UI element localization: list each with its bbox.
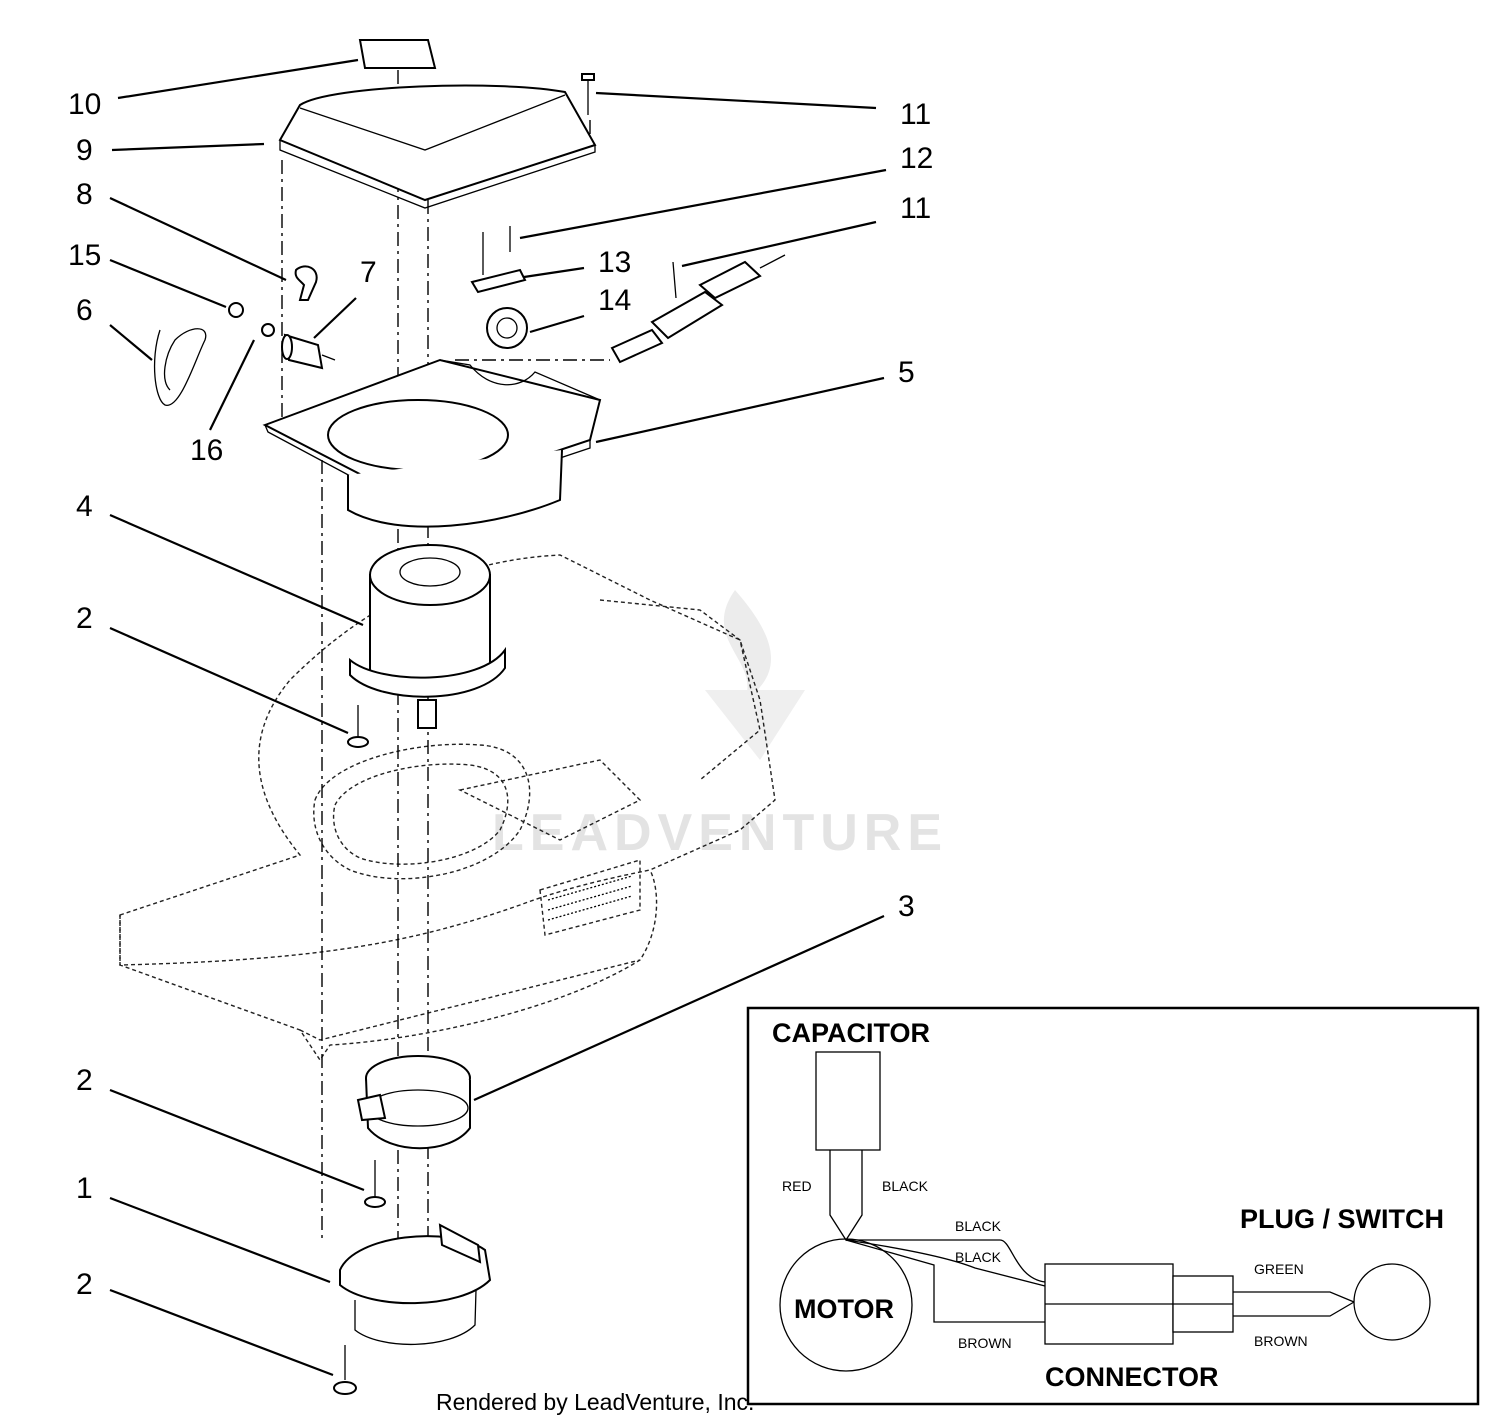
- part-11-cord: [610, 254, 786, 364]
- callout-6: 6: [76, 294, 93, 327]
- part-1-chute: [339, 1223, 492, 1346]
- wire-red-label: RED: [782, 1178, 812, 1194]
- part-2-bolt: [347, 705, 369, 748]
- callout-1: 1: [76, 1172, 93, 1205]
- callout-8: 8: [76, 178, 93, 211]
- wire-brown-plug-label: BROWN: [1254, 1333, 1308, 1349]
- deck-outline: [119, 554, 776, 1062]
- part-10-label: [358, 39, 437, 69]
- part-11-screw: [581, 73, 595, 115]
- part-13-bracket: [470, 268, 527, 294]
- callout-2: 2: [76, 1064, 93, 1097]
- render-credit: Rendered by LeadVenture, Inc.: [436, 1389, 754, 1415]
- callout-5: 5: [898, 356, 915, 389]
- leader-lines: [109, 58, 887, 1377]
- callout-7: 7: [360, 256, 377, 289]
- part-2-bolt: [364, 1160, 386, 1208]
- part-14-strain-relief: [486, 307, 528, 349]
- part-6-cable-tie: [153, 328, 207, 406]
- wiring-diagram: CAPACITOR MOTOR CONNECTOR PLUG / SWITCH …: [746, 1006, 1480, 1406]
- callout-9: 9: [76, 134, 93, 167]
- wire-black-label: BLACK: [955, 1249, 1002, 1265]
- part-16-washer: [261, 323, 275, 337]
- part-5-housing: [262, 358, 602, 528]
- part-15-nut: [228, 302, 244, 318]
- callout-2: 2: [76, 602, 93, 635]
- capacitor-symbol: [815, 1051, 881, 1151]
- callout-12: 12: [900, 142, 933, 175]
- callout-3: 3: [898, 890, 915, 923]
- part-4-motor: [349, 544, 506, 729]
- callout-2: 2: [76, 1268, 93, 1301]
- connector-label: CONNECTOR: [1045, 1362, 1219, 1392]
- motor-label: MOTOR: [794, 1294, 894, 1324]
- callout-14: 14: [598, 284, 631, 317]
- part-7-capacitor: [281, 333, 336, 370]
- callout-15: 15: [68, 239, 101, 272]
- wire-black-capacitor-label: BLACK: [882, 1178, 929, 1194]
- plug-switch-symbol: [1353, 1263, 1431, 1341]
- watermark: LEADVENTURE: [492, 590, 948, 862]
- callout-11: 11: [900, 192, 931, 225]
- wire-green-label: GREEN: [1254, 1261, 1304, 1277]
- watermark-text: LEADVENTURE: [492, 804, 948, 862]
- callout-11: 11: [900, 98, 931, 131]
- part-2-bolt: [333, 1345, 357, 1395]
- wire-brown-motor-label: BROWN: [958, 1335, 1012, 1351]
- part-3-clamp: [356, 1055, 471, 1150]
- capacitor-label: CAPACITOR: [772, 1018, 930, 1048]
- callout-13: 13: [598, 246, 631, 279]
- callout-10: 10: [68, 88, 101, 121]
- plug-switch-label: PLUG / SWITCH: [1240, 1204, 1444, 1234]
- wires: [829, 1150, 1355, 1323]
- callout-16: 16: [190, 434, 223, 467]
- part-8-clip: [294, 265, 318, 301]
- callout-4: 4: [76, 490, 93, 523]
- part-12-screws: [482, 226, 511, 275]
- wire-black-label: BLACK: [955, 1218, 1002, 1234]
- callout-numbers: 10 9 8 15 6 7 16 11 12 11 13 14 5 4 2 3 …: [68, 88, 933, 1301]
- part-9-cover: [278, 84, 597, 209]
